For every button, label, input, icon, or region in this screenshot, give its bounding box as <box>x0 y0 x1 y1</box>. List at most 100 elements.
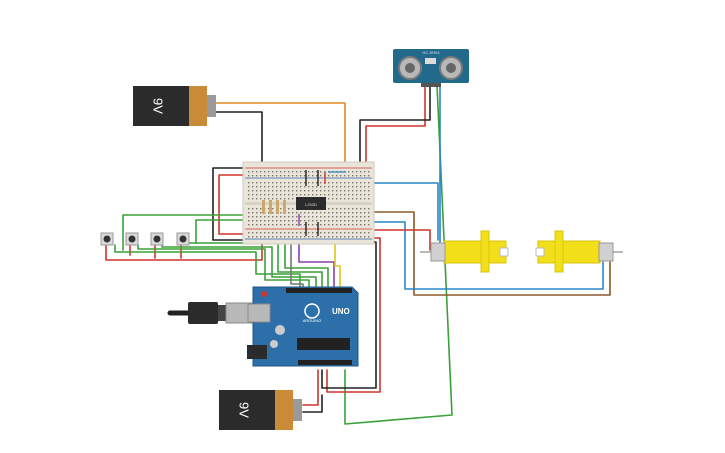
breadboard-hole <box>296 220 298 222</box>
breadboard-hole <box>368 224 370 226</box>
breadboard-hole <box>296 186 298 188</box>
breadboard-hole <box>300 190 302 192</box>
breadboard-hole <box>308 220 310 222</box>
push-button-1[interactable] <box>100 232 114 246</box>
resistor-2[interactable] <box>269 200 272 214</box>
breadboard-hole <box>324 220 326 222</box>
breadboard-hole <box>264 186 266 188</box>
breadboard-hole <box>344 194 346 196</box>
wire-arduino-5v-red[interactable] <box>326 237 381 393</box>
wire-buttons-green-2[interactable] <box>195 219 263 244</box>
breadboard-hole <box>316 182 318 184</box>
breadboard-hole <box>348 171 350 173</box>
wire-left-red-1[interactable] <box>218 174 246 235</box>
wire-battery-bottom-black[interactable] <box>302 394 323 413</box>
motor-left-shaft <box>499 247 509 257</box>
ultrasonic-sensor[interactable]: HC-SR04 <box>393 49 469 87</box>
breadboard-hole <box>276 198 278 200</box>
push-button-2[interactable] <box>125 232 139 246</box>
breadboard-hole <box>332 232 334 234</box>
breadboard-hole <box>364 182 366 184</box>
breadboard-hole <box>276 190 278 192</box>
breadboard-hole <box>268 232 270 234</box>
wire-sensor-black[interactable] <box>359 84 431 169</box>
breadboard-hole <box>340 236 342 238</box>
breadboard-hole <box>304 212 306 214</box>
breadboard-hole <box>308 212 310 214</box>
breadboard-hole <box>268 182 270 184</box>
push-button-3[interactable] <box>150 232 164 246</box>
breadboard-hole <box>316 224 318 226</box>
breadboard-hole <box>292 198 294 200</box>
usb-plug-neck <box>218 305 226 321</box>
breadboard-hole <box>260 198 262 200</box>
breadboard-hole <box>308 216 310 218</box>
wire-arduino-gnd-black[interactable] <box>321 241 377 389</box>
breadboard-hole <box>292 194 294 196</box>
breadboard-hole <box>352 171 354 173</box>
dc-motor-right[interactable] <box>535 230 623 273</box>
breadboard-hole <box>280 186 282 188</box>
breadboard-hole <box>304 220 306 222</box>
wire-btn2-arduino[interactable] <box>137 244 310 291</box>
breadboard-hole <box>368 186 370 188</box>
battery-top[interactable]: 9V <box>133 86 216 126</box>
breadboard-hole <box>260 190 262 192</box>
wire-buttons-red[interactable] <box>105 241 263 261</box>
breadboard-hole <box>356 186 358 188</box>
breadboard-hole <box>352 175 354 177</box>
wire-btn4-arduino[interactable] <box>187 242 323 291</box>
breadboard-hole <box>280 208 282 210</box>
breadboard-hole <box>248 171 250 173</box>
wire-motor-red[interactable] <box>371 229 431 251</box>
resistor-1[interactable] <box>262 200 265 214</box>
breadboard-hole <box>364 220 366 222</box>
breadboard-hole <box>304 190 306 192</box>
wire-bb-arduino-green[interactable] <box>284 231 329 291</box>
breadboard-hole <box>308 175 310 177</box>
wire-motor-brown[interactable] <box>371 211 611 296</box>
breadboard-hole <box>332 190 334 192</box>
breadboard-hole <box>308 236 310 238</box>
wire-btn3-arduino[interactable] <box>161 244 317 291</box>
wire-motor-blue[interactable] <box>371 182 439 241</box>
breadboard-hole <box>316 216 318 218</box>
breadboard-hole <box>312 216 314 218</box>
arduino-power-jack <box>247 345 267 359</box>
breadboard-hole <box>264 216 266 218</box>
usb-cable[interactable] <box>167 302 253 324</box>
arduino-uno[interactable]: ARDUINO UNO <box>247 286 359 367</box>
arduino-reset-button[interactable] <box>261 291 267 297</box>
wire-battery-top-black[interactable] <box>214 111 263 171</box>
breadboard-hole <box>312 232 314 234</box>
breadboard-hole <box>280 232 282 234</box>
breadboard-hole <box>328 236 330 238</box>
breadboard-hole <box>348 220 350 222</box>
breadboard-hole <box>364 175 366 177</box>
breadboard-hole <box>324 171 326 173</box>
wire-battery-bottom-red[interactable] <box>302 369 319 406</box>
motor-driver-chip[interactable] <box>296 197 326 210</box>
resistor-4[interactable] <box>283 200 286 214</box>
breadboard-hole <box>296 212 298 214</box>
breadboard-hole <box>312 175 314 177</box>
breadboard-hole <box>332 220 334 222</box>
battery-bottom-body <box>219 390 275 430</box>
push-button-4[interactable] <box>176 232 190 246</box>
breadboard-hole <box>292 220 294 222</box>
breadboard-hole <box>324 236 326 238</box>
resistor-3[interactable] <box>276 200 279 214</box>
breadboard-hole <box>256 224 258 226</box>
breadboard[interactable]: L293D <box>242 161 375 245</box>
battery-bottom[interactable]: 9V <box>219 390 302 430</box>
wire-left-black-1[interactable] <box>212 167 246 241</box>
breadboard-hole <box>252 220 254 222</box>
breadboard-hole <box>328 175 330 177</box>
breadboard-hole <box>368 198 370 200</box>
breadboard-hole <box>360 208 362 210</box>
wire-sensor-red[interactable] <box>365 84 426 169</box>
breadboard-hole <box>348 194 350 196</box>
wire-motor-teal[interactable] <box>371 221 604 290</box>
breadboard-hole <box>292 190 294 192</box>
dc-motor-left[interactable] <box>420 230 509 273</box>
